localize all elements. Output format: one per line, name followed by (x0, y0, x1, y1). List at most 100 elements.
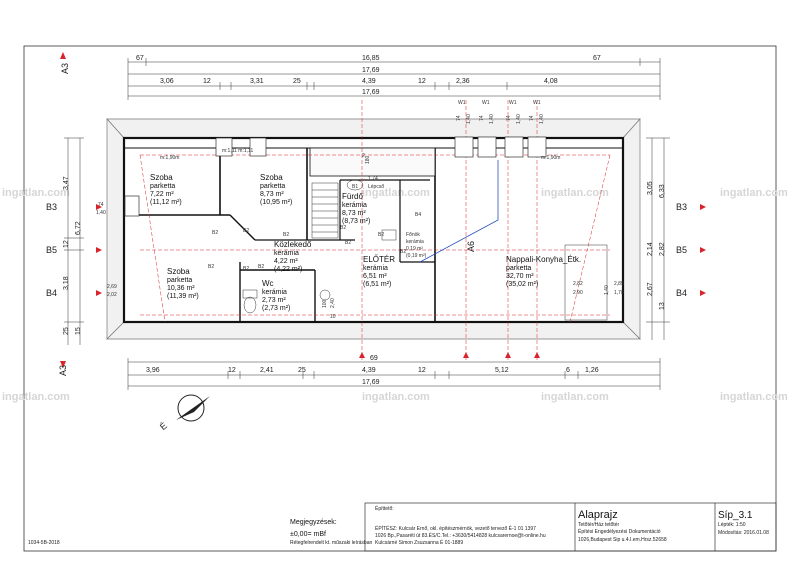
room-kozlekedo: Közlekedő kerámia 4,22 m² (4,22 m²) (274, 240, 312, 273)
svg-text:74: 74 (98, 202, 104, 208)
svg-text:100: 100 (322, 299, 328, 308)
svg-text:(8,73 m²): (8,73 m²) (342, 218, 370, 225)
svg-text:W1: W1 (533, 100, 541, 106)
svg-text:3,47: 3,47 (63, 176, 70, 190)
room-szoba-1: Szoba parketta 7,22 m² (11,12 m²) (150, 173, 182, 206)
svg-text:10,36 m²: 10,36 m² (167, 285, 195, 292)
svg-text:67: 67 (136, 55, 144, 62)
walls (122, 136, 625, 324)
svg-text:(0,19 m²): (0,19 m²) (406, 253, 427, 259)
svg-text:W1: W1 (458, 100, 466, 106)
svg-text:kerámia: kerámia (274, 250, 299, 257)
svg-text:2,02: 2,02 (107, 292, 117, 298)
room-szoba-3: Szoba parketta 10,36 m² (11,39 m²) (167, 267, 199, 300)
svg-text:B2: B2 (243, 228, 249, 234)
svg-text:74: 74 (506, 115, 512, 121)
roof-outline (106, 118, 641, 340)
svg-text:Rétegfelrendelt kt. műszaki le: Rétegfelrendelt kt. műszaki leírásban (290, 540, 372, 546)
north-arrow: É (158, 394, 210, 432)
svg-text:2,41: 2,41 (260, 367, 274, 374)
svg-text:Síp_3.1: Síp_3.1 (718, 510, 753, 521)
svg-text:7,22 m²: 7,22 m² (150, 191, 174, 198)
svg-text:(11,12 m²): (11,12 m²) (150, 199, 182, 206)
svg-text:1,40: 1,40 (604, 285, 610, 295)
svg-text:ingatlan.com: ingatlan.com (720, 187, 788, 199)
top-dimension-texts: 67 16,85 67 17,69 3,06 12 3,31 25 4,39 1… (136, 55, 601, 96)
svg-text:16,85: 16,85 (362, 55, 380, 62)
svg-text:m:1,90m: m:1,90m (541, 155, 560, 161)
svg-text:kerámia: kerámia (262, 289, 287, 296)
svg-text:A3: A3 (60, 63, 70, 74)
svg-text:25: 25 (293, 78, 301, 85)
svg-text:Módosítás: 2016.01.08: Módosítás: 2016.01.08 (718, 530, 769, 536)
svg-text:B2: B2 (400, 249, 406, 255)
svg-text:B2: B2 (212, 230, 218, 236)
svg-text:W1: W1 (509, 100, 517, 106)
svg-text:2,82: 2,82 (659, 242, 666, 256)
title-block-texts: Építtető: ÉPÍTÉSZ: Kulcsár Ernő, okl. ép… (375, 505, 769, 546)
svg-text:Nappali-Konyha_Étk.: Nappali-Konyha_Étk. (506, 255, 581, 264)
svg-text:Wc: Wc (262, 279, 274, 288)
svg-text:2,67: 2,67 (647, 282, 654, 296)
svg-text:12: 12 (63, 240, 70, 248)
pipe-line (419, 160, 499, 263)
svg-text:3,31: 3,31 (250, 78, 264, 85)
svg-text:1026,Budapest Sip u.4.I.em.Hrs: 1026,Budapest Sip u.4.I.em.Hrsz.52658 (578, 537, 667, 543)
svg-text:2: 2 (362, 153, 365, 159)
svg-text:(2,73 m²): (2,73 m²) (262, 305, 290, 312)
room-furdo: Fürdő kerámia 8,73 m² (8,73 m²) (342, 192, 370, 225)
svg-text:6,72: 6,72 (75, 221, 82, 235)
room-szoba-2: Szoba parketta 8,73 m² (10,95 m²) (260, 173, 292, 206)
fixtures (242, 179, 608, 321)
svg-text:2,40: 2,40 (330, 298, 336, 308)
svg-text:1,78: 1,78 (614, 290, 624, 296)
svg-text:B4: B4 (415, 212, 421, 218)
svg-text:74: 74 (529, 115, 535, 121)
window-labels: W1 W1 W1 W1 74 1,40 74 1,40 74 1,40 74 1… (456, 100, 545, 124)
svg-text:2,36: 2,36 (456, 78, 470, 85)
svg-text:8,73 m²: 8,73 m² (342, 210, 366, 217)
svg-text:1,40: 1,40 (516, 114, 522, 124)
svg-text:Lépték: 1:50: Lépték: 1:50 (718, 522, 746, 528)
svg-text:3,06: 3,06 (160, 78, 174, 85)
svg-text:(4,22 m²): (4,22 m²) (274, 266, 302, 273)
svg-text:4,39: 4,39 (362, 78, 376, 85)
svg-text:13: 13 (659, 302, 666, 310)
svg-text:17,69: 17,69 (362, 379, 380, 386)
right-dimension-lines (646, 137, 670, 340)
svg-text:3,05: 3,05 (647, 181, 654, 195)
skylights (124, 136, 547, 217)
svg-text:2,90: 2,90 (573, 290, 583, 296)
svg-text:ingatlan.com: ingatlan.com (2, 187, 70, 199)
svg-text:6: 6 (566, 367, 570, 374)
svg-text:74: 74 (479, 115, 485, 121)
height-labels: m:1,90m m:1,11 m:1,11 m:1,90m (160, 148, 560, 161)
svg-text:(11,39 m²): (11,39 m²) (167, 293, 199, 300)
svg-text:8,73 m²: 8,73 m² (260, 191, 284, 198)
svg-text:0,19 m²: 0,19 m² (406, 246, 423, 252)
svg-text:m:1,11 m:1,11: m:1,11 m:1,11 (222, 148, 253, 154)
sheet-id: 1034-5B-2018 (28, 540, 60, 546)
svg-text:B3: B3 (46, 202, 57, 212)
svg-text:B2: B2 (208, 264, 214, 270)
svg-text:Közlekedő: Közlekedő (274, 240, 312, 249)
svg-text:Kulcsárné Simon Zsuzsanna É 01: Kulcsárné Simon Zsuzsanna É 01-1889 (375, 539, 463, 546)
title-block (364, 502, 777, 552)
svg-text:25: 25 (298, 367, 306, 374)
svg-text:ingatlan.com: ingatlan.com (541, 391, 609, 403)
svg-text:(10,95 m²): (10,95 m²) (260, 199, 292, 206)
svg-text:B4: B4 (46, 288, 57, 298)
svg-text:kerámia: kerámia (406, 239, 424, 245)
svg-text:12: 12 (418, 78, 426, 85)
door-codes: B2 B2 B2 B2 B2 B2 B2 B2 B2 B2 B4 B1 (208, 184, 421, 272)
misc-dims: 100 2,40 10 1,40 1,74 180 2 (322, 153, 610, 320)
svg-text:Főnök: Főnök (406, 232, 420, 238)
svg-text:12: 12 (203, 78, 211, 85)
svg-text:parketta: parketta (506, 265, 531, 272)
svg-text:ingatlan.com: ingatlan.com (720, 391, 788, 403)
watermarks: ingatlan.com ingatlan.com ingatlan.com i… (2, 187, 788, 403)
svg-text:B4: B4 (676, 288, 687, 298)
svg-text:B1: B1 (352, 184, 358, 190)
left-dimension-texts: 3,47 6,72 12 3,18 25 15 2,69 2,02 74 1,4… (63, 176, 117, 335)
svg-text:m:1,90m: m:1,90m (160, 155, 179, 161)
